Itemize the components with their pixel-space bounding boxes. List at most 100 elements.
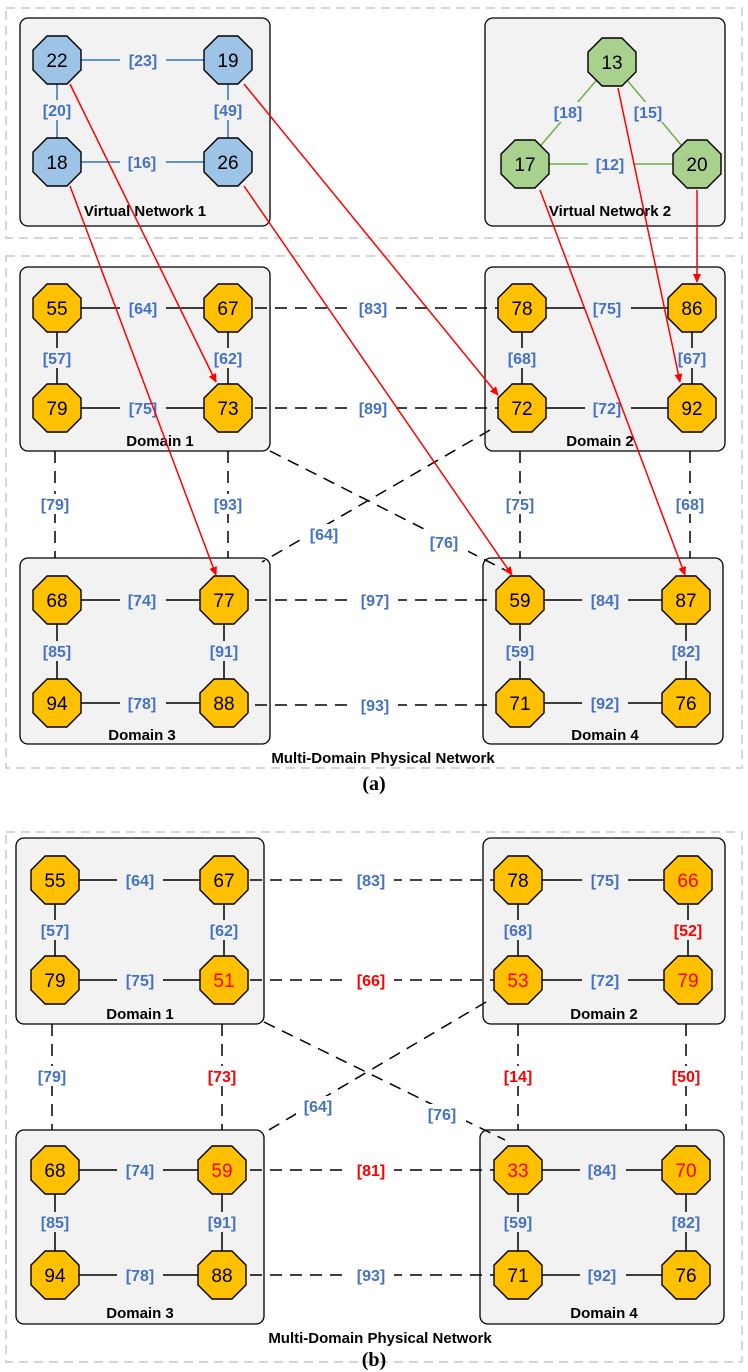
d2a-link-bottom-label: [72]	[593, 401, 621, 418]
d1a-node-tr: 67	[203, 283, 253, 333]
domain1-title-a: Domain 1	[126, 433, 194, 450]
d1a-node-tl-shape	[32, 283, 82, 333]
mapping-arrows	[69, 83, 701, 576]
d3b-node-tl-label: 68	[44, 1161, 65, 1182]
d2b-link-bottom-label: [72]	[591, 973, 619, 990]
d2b-node-bl: 53	[493, 955, 543, 1005]
d4b-node-tr-label: 70	[675, 1161, 696, 1182]
d1a-link-left-label: [57]	[43, 351, 71, 368]
d1a-node-tr-shape	[203, 283, 253, 333]
vn1-link-right-label: [49]	[214, 103, 242, 120]
d3b-node-tl: 68	[30, 1145, 80, 1195]
d3b-node-bl-label: 94	[44, 1266, 66, 1287]
inter-b-d1d2-top-label: [83]	[357, 873, 385, 890]
d4a-node-bl-shape	[495, 678, 545, 728]
mapping-arrow-17-87	[539, 189, 686, 576]
d1b-link-left-label: [57]	[41, 923, 69, 940]
d3b-link-right-label: [91]	[208, 1215, 236, 1232]
d2a-node-bl: 72	[497, 383, 547, 433]
inter-b-d1d3-right-label: [73]	[208, 1069, 236, 1086]
d4a-node-tr: 87	[661, 575, 711, 625]
d1b-node-br-label: 51	[213, 971, 234, 992]
vn2-title: Virtual Network 2	[549, 203, 671, 220]
vn2-node-17: 17	[500, 139, 550, 189]
d1a-node-bl-label: 79	[46, 399, 67, 420]
d4b-link-right-label: [82]	[672, 1215, 700, 1232]
physical-network-title-a: Multi-Domain Physical Network	[271, 750, 495, 767]
d2a-node-br: 92	[667, 383, 717, 433]
mapping-arrow-18-77	[69, 185, 217, 576]
d1a-node-bl: 79	[32, 383, 82, 433]
d3a-node-tl-shape	[32, 575, 82, 625]
d2a-node-br-label: 92	[681, 399, 702, 420]
d4b-node-br-shape	[661, 1250, 711, 1300]
caption-a: (a)	[362, 773, 385, 795]
d4b-node-tl-shape	[493, 1145, 543, 1195]
d4b-node-br-label: 76	[675, 1266, 696, 1287]
d3a-link-right-label: [91]	[210, 644, 238, 661]
d3b-node-tl-shape	[30, 1145, 80, 1195]
d2b-link-left-label: [68]	[504, 923, 532, 940]
vn1-node-26: 26	[203, 137, 253, 187]
d2b-node-tr-label: 66	[677, 871, 698, 892]
vn1-node-19-shape	[203, 35, 253, 85]
d2b-node-br-label: 79	[677, 971, 698, 992]
d3b-link-top-label: [74]	[126, 1163, 154, 1180]
d1a-node-br-label: 73	[217, 399, 238, 420]
inter-a-d1d3-right-label: [93]	[214, 497, 242, 514]
d1a-node-br: 73	[203, 383, 253, 433]
d1a-link-bottom-label: [75]	[129, 401, 157, 418]
vn1-node-19: 19	[203, 35, 253, 85]
d3a-node-tl-label: 68	[46, 591, 67, 612]
inter-b-d2d4-left-label: [14]	[504, 1069, 532, 1086]
inter-a-d1d2-top-label: [83]	[359, 301, 387, 318]
inter-a-d2d4-right-label: [68]	[676, 497, 704, 514]
edge-labels-b: [64] [57] [62] [75] [75] [68] [52] [72] …	[32, 870, 708, 1285]
inter-b-d1d2-bottom-label: [66]	[357, 973, 385, 990]
d3a-node-tl: 68	[32, 575, 82, 625]
d3b-link-bottom-label: [78]	[126, 1268, 154, 1285]
vn1-link-left-label: [20]	[43, 103, 71, 120]
domain2-title-a: Domain 2	[566, 433, 634, 450]
d3a-node-bl-shape	[32, 678, 82, 728]
d4b-node-tr-shape	[661, 1145, 711, 1195]
d3a-node-bl-label: 94	[46, 694, 68, 715]
caption-b: (b)	[362, 1349, 386, 1371]
d1a-node-tl-label: 55	[46, 299, 67, 320]
vn1-link-top-label: [23]	[129, 53, 157, 70]
vn2-node-17-shape	[500, 139, 550, 189]
d2b-node-tr-shape	[663, 855, 713, 905]
domain4-title-b: Domain 4	[570, 1305, 638, 1322]
d1b-node-tr-label: 67	[213, 871, 234, 892]
d1a-link-right-label: [62]	[214, 351, 242, 368]
d1b-node-bl-label: 79	[44, 971, 65, 992]
vn1-node-26-label: 26	[217, 153, 238, 174]
d1b-node-br-shape	[199, 955, 249, 1005]
vn2-node-13: 13	[587, 37, 637, 87]
d1b-node-br: 51	[199, 955, 249, 1005]
mapping-arrow-26-59	[243, 185, 513, 576]
d3b-link-left-label: [85]	[41, 1215, 69, 1232]
vn1-node-22-label: 22	[46, 51, 67, 72]
vn2-node-13-shape	[587, 37, 637, 87]
d4a-node-bl: 71	[495, 678, 545, 728]
d4b-node-bl-shape	[493, 1250, 543, 1300]
vn1-node-22-shape	[32, 35, 82, 85]
inter-b-d2d3-label: [64]	[304, 1099, 332, 1116]
mapping-arrow-22-73	[69, 83, 217, 383]
d2a-link-left-label: [68]	[508, 351, 536, 368]
inter-a-d2d3-label: [64]	[310, 527, 338, 544]
d2a-node-tl-shape	[497, 283, 547, 333]
physical-region-border-a	[5, 255, 743, 769]
d1b-link-top-label: [64]	[126, 873, 154, 890]
d3a-node-tr: 77	[199, 575, 249, 625]
vn2-node-20-label: 20	[686, 155, 707, 176]
d3b-node-tr-label: 59	[211, 1161, 232, 1182]
d3a-node-br-shape	[199, 678, 249, 728]
vn2-node-20: 20	[672, 139, 722, 189]
inter-a-d1d3-label: [79]	[41, 497, 69, 514]
d1b-node-tl-label: 55	[44, 871, 65, 892]
